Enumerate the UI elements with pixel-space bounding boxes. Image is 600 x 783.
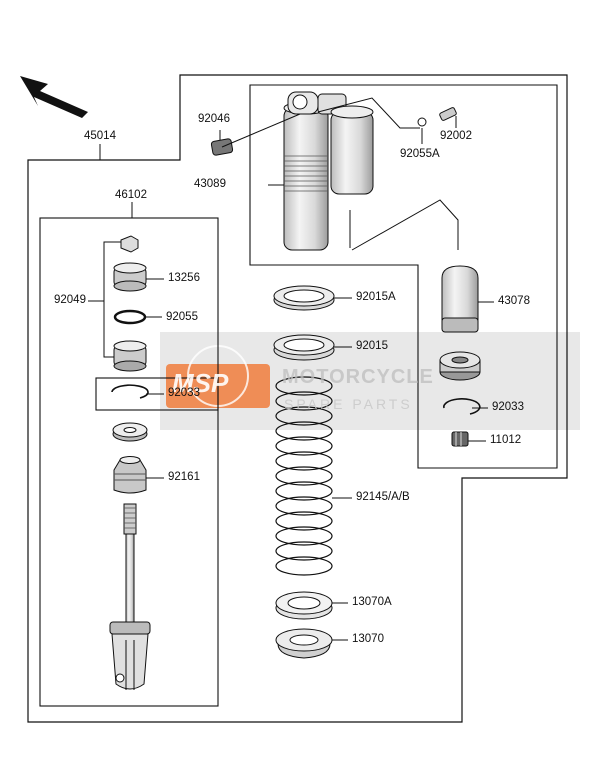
reservoir-subassembly-boundary [249,84,558,469]
part-92033-box [95,377,219,411]
part-92033-circlip-right [443,398,481,415]
part-13256-bushing [113,262,147,292]
label-43078: 43078 [498,295,530,307]
part-43089-shock-body [283,91,347,251]
label-46102: 46102 [115,189,147,201]
label-92046: 92046 [198,113,230,125]
watermark-line1: MOTORCYCLE [282,366,434,388]
part-92046-bearing [210,113,301,156]
watermark-logo: MSP [172,368,229,398]
label-43089: 43089 [194,178,226,190]
part-13070A-seat [275,591,333,620]
label-92049: 92049 [54,294,86,306]
part-92015A-locknut [273,285,335,311]
part-piston-rod-clevis [109,503,151,690]
leader-92055A-hose [317,97,420,129]
assembly-46102-boundary [39,217,219,707]
part-92161-bumper [113,456,147,494]
label-92055: 92055 [166,311,198,323]
part-43078-bladder [441,265,479,333]
label-11012: 11012 [490,434,522,446]
label-45014: 45014 [84,130,116,142]
part-nut [120,235,139,253]
label-92015A: 92015A [356,291,396,303]
part-reservoir-cylinder [330,105,374,195]
front-arrow-icon [20,76,88,118]
part-11012-valve [451,431,469,447]
part-92015-locknut [273,334,335,361]
part-reservoir-cap [439,351,481,381]
bracket-92049 [103,241,122,358]
part-92002-bolt [439,107,457,128]
part-seal-head [113,340,147,372]
label-92055A: 92055A [400,148,440,160]
label-13256: 13256 [168,272,200,284]
part-92055A-oring [417,117,427,127]
watermark-line2: SPARE PARTS [284,396,413,412]
part-13070-seat [275,628,333,659]
label-92161: 92161 [168,471,200,483]
label-92145: 92145/A/B [356,491,410,503]
assembly-45014-boundary [27,74,568,723]
label-92033-left: 92033 [168,387,200,399]
part-92145-spring [275,376,333,576]
part-washer [112,422,148,442]
leader-43078-path [351,199,459,251]
label-92015: 92015 [356,340,388,352]
label-92002: 92002 [440,130,472,142]
label-13070: 13070 [352,633,384,645]
part-92055-oring [113,309,147,325]
part-92033-circlip-left [111,384,149,399]
label-13070A: 13070A [352,596,392,608]
label-92033-right: 92033 [492,401,524,413]
